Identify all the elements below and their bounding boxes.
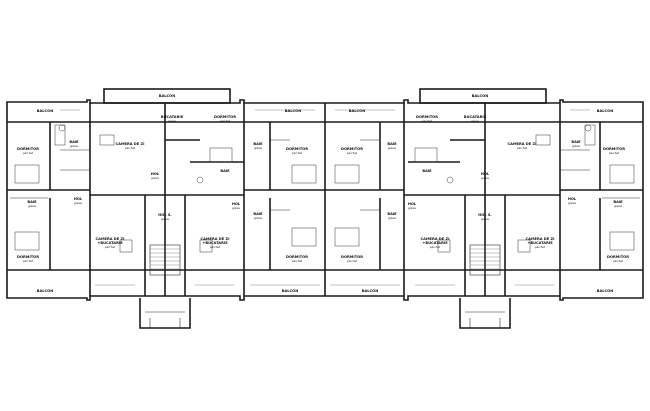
svg-text:parchet: parchet [125,146,135,150]
label-hol-5: HOL [232,202,241,206]
svg-text:parchet: parchet [347,151,357,155]
svg-text:+BUCATARIE: +BUCATARIE [527,241,553,245]
svg-text:+BUCATARIE: +BUCATARIE [202,241,228,245]
label-dormitor-1: DORMITOR [17,147,39,151]
svg-text:parchet: parchet [23,151,33,155]
interior-walls [7,103,643,296]
label-balcon-bottom-4: BALCON [597,289,614,293]
label-hol-3: HOL [74,197,83,201]
label-dormitor-6: DORMITOR [603,147,625,151]
label-baie-4: BAIE [571,140,581,144]
svg-text:gresie: gresie [74,201,82,205]
svg-text:gresie: gresie [388,216,396,220]
svg-text:gresie: gresie [168,119,176,123]
label-hol-1: HOL [151,172,160,176]
room-labels: BALCON BALCON BALCON BALCON BALCON BALCO… [17,94,629,293]
svg-text:gresie: gresie [471,119,479,123]
svg-text:gresie: gresie [28,204,36,208]
staircase-left [149,244,181,276]
label-camera-zi-4: CAMERA DE ZI [201,237,230,241]
label-baie-2: BAIE [253,142,263,146]
label-camera-zi-5: CAMERA DE ZI [421,237,450,241]
label-balcon-bottom-2: BALCON [282,289,299,293]
label-hol-6: HOL [408,202,417,206]
label-balcon-top-right: BALCON [597,109,614,113]
label-dormitor-4: DORMITOR [341,147,363,151]
label-baie-6: BAIE [422,169,432,173]
label-balcon-top-3: BALCON [349,109,366,113]
svg-text:parchet: parchet [292,259,302,263]
svg-text:+BUCATARIE: +BUCATARIE [97,241,123,245]
label-camera-zi-3: CAMERA DE ZI [96,237,125,241]
label-balcon-top-left: BALCON [37,109,54,113]
label-dormitor-8: DORMITOR [286,255,308,259]
svg-text:gresie: gresie [481,217,489,221]
svg-text:parchet: parchet [23,259,33,263]
label-camera-zi-6: CAMERA DE ZI [526,237,555,241]
svg-text:gresie: gresie [254,216,262,220]
svg-text:+BUCATARIE: +BUCATARIE [422,241,448,245]
svg-text:parchet: parchet [609,151,619,155]
svg-text:gresie: gresie [568,201,576,205]
furniture [14,109,635,286]
label-baie-1: BAIE [69,140,79,144]
label-bucatarie-1: BUCATARIE [161,115,184,119]
label-baie-9: BAIE [253,212,263,216]
label-bucatarie-2: BUCATARIE [464,115,487,119]
svg-text:parchet: parchet [613,259,623,263]
label-dormitor-9: DORMITOR [341,255,363,259]
label-hol-scara-2: HOL S. [478,213,492,217]
label-baie-5: BAIE [220,169,230,173]
label-baie-7: BAIE [27,200,37,204]
label-dormitor-10: DORMITOR [607,255,629,259]
label-camera-zi-2: CAMERA DE ZI [508,142,537,146]
svg-text:parchet: parchet [210,245,220,249]
label-baie-3: BAIE [387,142,397,146]
svg-text:parchet: parchet [517,146,527,150]
label-balcon-bottom-1: BALCON [37,289,54,293]
label-dormitor-7: DORMITOR [17,255,39,259]
svg-text:gresie: gresie [232,206,240,210]
label-balcon-top-4: BALCON [472,94,489,98]
staircase-right [469,244,501,276]
svg-text:parchet: parchet [347,259,357,263]
svg-text:parchet: parchet [105,245,115,249]
label-dormitor-3: DORMITOR [286,147,308,151]
label-hol-scara-1: HOL S. [158,213,172,217]
svg-text:gresie: gresie [614,204,622,208]
label-balcon-top-1: BALCON [159,94,176,98]
svg-text:gresie: gresie [70,144,78,148]
svg-text:parchet: parchet [292,151,302,155]
label-balcon-top-2: BALCON [285,109,302,113]
label-dormitor-5: DORMITOR [416,115,438,119]
svg-text:gresie: gresie [408,206,416,210]
label-baie-10: BAIE [387,212,397,216]
label-baie-8: BAIE [613,200,623,204]
label-camera-zi-1: CAMERA DE ZI [116,142,145,146]
svg-text:gresie: gresie [572,144,580,148]
label-dormitor-2: DORMITOR [214,115,236,119]
label-balcon-bottom-3: BALCON [362,289,379,293]
svg-text:gresie: gresie [254,146,262,150]
svg-text:gresie: gresie [481,176,489,180]
svg-text:parchet: parchet [422,119,432,123]
outer-walls [6,88,644,329]
svg-text:parchet: parchet [430,245,440,249]
svg-text:gresie: gresie [161,217,169,221]
svg-text:parchet: parchet [535,245,545,249]
svg-text:gresie: gresie [151,176,159,180]
svg-text:gresie: gresie [388,146,396,150]
label-hol-2: HOL [481,172,490,176]
label-hol-4: HOL [568,197,577,201]
svg-text:parchet: parchet [220,119,230,123]
